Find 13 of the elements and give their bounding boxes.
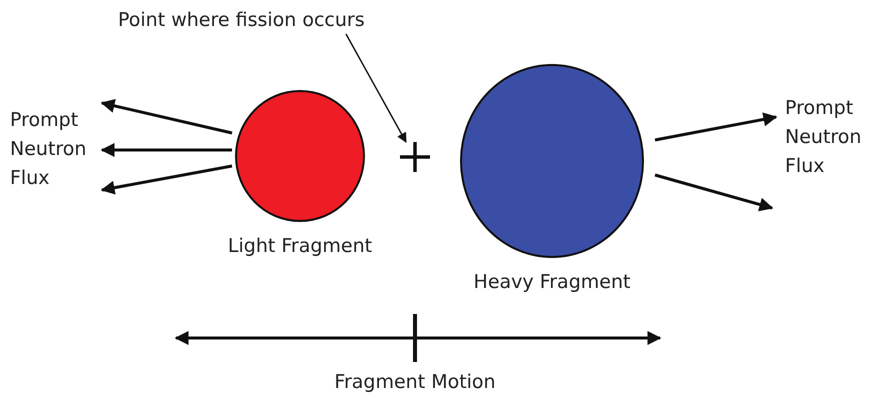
arrow xyxy=(100,99,232,134)
axis-label: Fragment Motion xyxy=(334,370,496,395)
flux-label: Prompt Neutron Flux xyxy=(10,108,88,191)
plus-mark xyxy=(398,140,432,174)
arrow xyxy=(100,164,232,195)
arrow xyxy=(100,143,232,157)
arrow xyxy=(654,174,774,212)
arrow xyxy=(654,112,778,142)
fragment-label: Heavy Fragment xyxy=(474,270,630,295)
flux-label: Prompt Neutron Flux xyxy=(785,96,862,179)
fragment-label: Light Fragment xyxy=(228,234,372,259)
annotation-text: Point where fission occurs xyxy=(118,8,366,33)
leader-line xyxy=(345,34,407,143)
